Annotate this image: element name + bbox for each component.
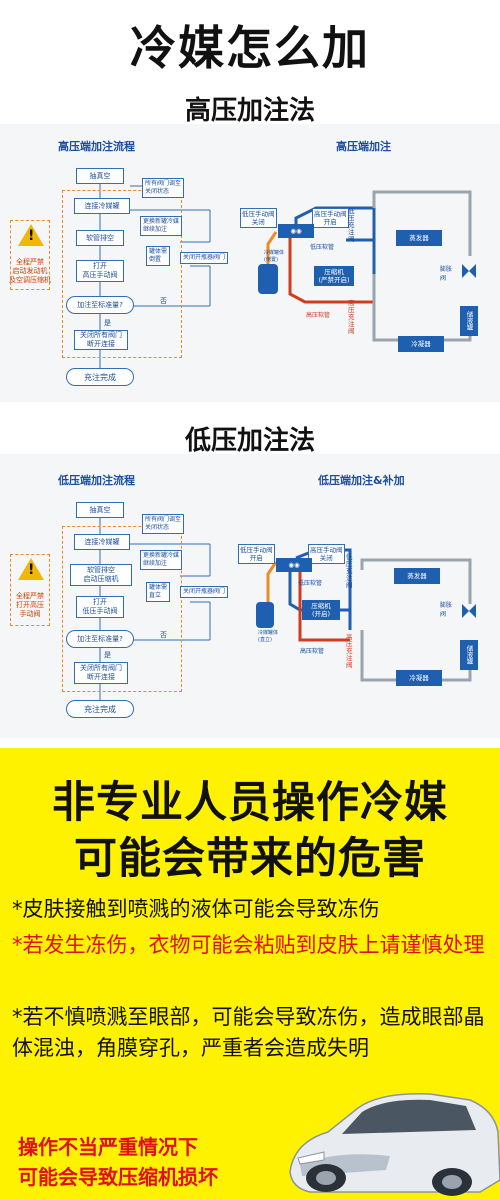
high-warning-text: 全程严禁 启动发动机 及空调压缩机 <box>9 258 51 284</box>
low-high-valve: 高压手动阀 关闭 <box>308 544 345 564</box>
low-flow-title: 低压端加注流程 <box>58 474 135 487</box>
high-note-3: 罐体需 倒置 <box>146 246 171 266</box>
low-step-4: 打开 低压手动阀 <box>76 596 124 618</box>
low-evaporator: 蒸发器 <box>394 568 440 584</box>
low-condenser: 冷凝器 <box>396 670 442 686</box>
low-warning-mark: ! <box>28 562 35 578</box>
high-step-2: 连接冷媒罐 <box>74 198 130 214</box>
low-warning-icon <box>18 558 44 580</box>
low-low-port-label: 低压充注阀 <box>346 553 353 589</box>
low-tank-label: 冷媒罐体 (直立) <box>258 630 279 643</box>
high-diagram-title: 高压端加注 <box>336 140 391 153</box>
hazard-headline-1: 非专业人员操作冷媒 <box>52 778 448 828</box>
low-step-6: 关闭所有阀门 断开连接 <box>74 662 128 684</box>
danger-line-2: 可能会导致压缩机损坏 <box>18 1165 218 1189</box>
high-expansion-label: 膨胀阀 <box>440 266 453 282</box>
high-yes-label: 是 <box>104 319 111 327</box>
low-yes-label: 是 <box>104 651 111 659</box>
low-panel: 低压端加注流程 低压端加注&补加 <box>0 454 500 738</box>
high-low-hose-label: 低压软管 <box>310 244 335 251</box>
low-high-port-label: 高压充注阀 <box>346 633 353 669</box>
low-step-3: 软管排空 启动压缩机 <box>70 564 132 586</box>
high-step-1: 抽真空 <box>76 168 124 184</box>
high-low-valve: 低压手动阀 关闭 <box>240 208 277 228</box>
high-high-port-label: 高压充注阀 <box>348 299 355 335</box>
high-section-title: 高压加注法 <box>184 96 315 126</box>
high-compressor: 压缩机 (严禁开启) <box>314 266 354 286</box>
low-step-5: 加注至标准量? <box>66 630 134 648</box>
high-evaporator: 蒸发器 <box>396 230 442 246</box>
high-step-6: 关闭所有阀门 断开连接 <box>74 330 128 350</box>
high-high-valve: 高压手动阀 开启 <box>312 208 349 228</box>
high-flow-title: 高压端加注流程 <box>58 140 135 153</box>
low-low-valve: 低压手动阀 开启 <box>238 544 275 564</box>
low-section-title: 低压加注法 <box>184 426 315 456</box>
low-high-hose-label: 高压软管 <box>300 648 325 655</box>
low-flow-dash <box>62 526 182 692</box>
high-step-3: 软管排空 <box>76 230 124 246</box>
high-high-hose-label: 高压软管 <box>306 312 331 319</box>
high-tank-label: 冷媒罐体 (倒置) <box>264 250 285 263</box>
high-panel: 高压端加注流程 高压端加注 <box>0 124 500 402</box>
high-tank <box>258 264 278 294</box>
low-warning-text: 全程严禁 打开高压 手动阀 <box>16 592 44 618</box>
high-warning-mark: ! <box>28 228 35 244</box>
low-gauge-manifold: ◉◉ <box>276 558 312 572</box>
low-diagram-title: 低压端加注&补加 <box>318 474 405 487</box>
high-note-4: 关闭开瓶器阀门 <box>180 252 229 264</box>
low-warning-group <box>10 554 50 626</box>
high-step-5: 加注至标准量? <box>66 296 134 314</box>
low-tank <box>256 602 274 628</box>
low-step-7: 充注完成 <box>66 700 134 718</box>
hazard-item-3: *若不慎喷溅至眼部，可能会导致冻伤，造成眼部晶体混浊，角膜穿孔，严重者会造成失明 <box>12 1005 485 1060</box>
high-low-port-label: 低压充注阀 <box>348 207 355 243</box>
hazard-panel: 非专业人员操作冷媒 可能会带来的危害 *皮肤接触到喷溅的液体可能会导致冻伤 *若… <box>0 748 500 1200</box>
high-note-2: 更换新罐冷媒 继续加注 <box>140 216 183 236</box>
low-note-2: 更换新罐冷媒 继续加注 <box>140 550 183 570</box>
high-condenser: 冷凝器 <box>398 336 444 352</box>
high-gauge-manifold: ◉◉ <box>278 224 314 238</box>
high-step-4: 打开 高压手动阀 <box>76 260 124 282</box>
hazard-item-2: *若发生冻伤，衣物可能会粘贴到皮肤上请谨慎处理 <box>12 933 485 957</box>
hazard-item-1: *皮肤接触到喷溅的液体可能会导致冻伤 <box>12 897 380 921</box>
low-low-hose-label: 低压软管 <box>298 580 323 587</box>
high-step-7: 充注完成 <box>66 368 134 386</box>
car-image <box>289 1093 500 1196</box>
hazard-headline-2: 可能会带来的危害 <box>74 834 426 884</box>
high-warning-group <box>10 220 50 290</box>
low-expansion-label: 膨胀阀 <box>440 602 453 618</box>
high-warning-icon <box>18 224 44 246</box>
high-flow-dash <box>62 190 182 358</box>
high-note-1: 所有阀门调至 关闭状态 <box>142 178 185 198</box>
low-step-1: 抽真空 <box>76 502 124 518</box>
low-note-4: 关闭开瓶器阀门 <box>180 586 229 598</box>
high-no-label: 否 <box>160 297 167 305</box>
danger-line-1: 操作不当严重情况下 <box>18 1135 198 1159</box>
high-expansion-valve <box>462 264 476 278</box>
low-step-2: 连接冷媒罐 <box>74 534 130 550</box>
low-expansion-valve <box>462 604 476 618</box>
high-receiver: 储液罐 <box>460 306 478 336</box>
low-note-3: 罐体需 直立 <box>146 582 171 602</box>
low-receiver: 储液罐 <box>460 640 478 670</box>
main-title: 冷媒怎么加 <box>130 21 370 75</box>
low-note-1: 所有阀门调至 关闭状态 <box>142 514 185 534</box>
low-compressor: 压缩机 (开启) <box>302 600 340 620</box>
low-no-label: 否 <box>160 631 167 639</box>
